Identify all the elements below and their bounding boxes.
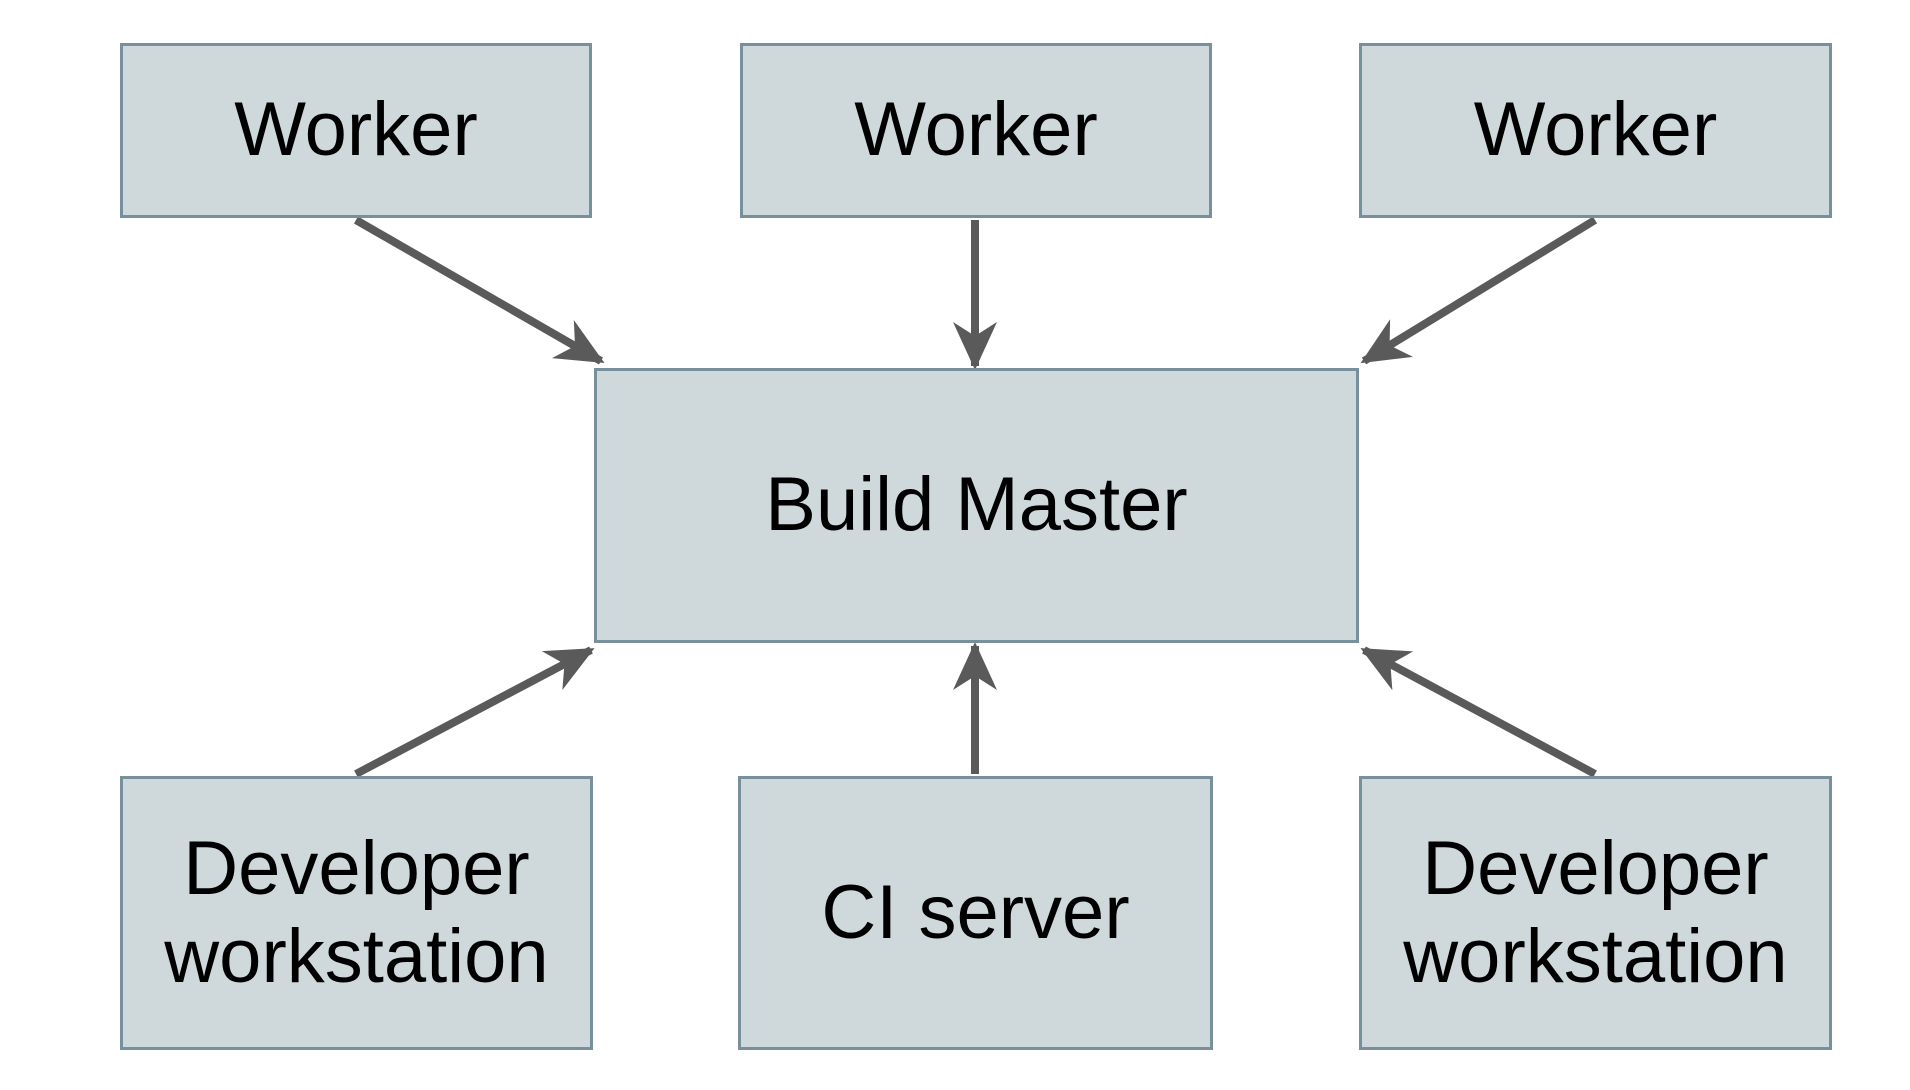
node-ci-server-label: CI server <box>821 869 1130 955</box>
node-worker-2-label: Worker <box>854 87 1098 173</box>
node-worker-2: Worker <box>740 43 1212 218</box>
node-build-master-label: Build Master <box>765 462 1188 548</box>
node-worker-1: Worker <box>120 43 592 218</box>
arrow-developer-workstation-1-to-build-master <box>354 646 595 778</box>
node-ci-server: CI server <box>738 776 1213 1050</box>
arrow-worker-1-to-build-master <box>354 216 605 365</box>
node-build-master: Build Master <box>594 368 1359 643</box>
arrow-worker-3-to-build-master <box>1360 216 1598 365</box>
node-developer-workstation-2: Developer workstation <box>1359 776 1832 1050</box>
node-developer-workstation-1-label: Developer workstation <box>164 825 549 999</box>
node-worker-3: Worker <box>1359 43 1832 218</box>
node-worker-3-label: Worker <box>1473 87 1718 173</box>
node-developer-workstation-2-label: Developer workstation <box>1403 825 1788 999</box>
node-worker-1-label: Worker <box>234 87 478 173</box>
arrow-developer-workstation-2-to-build-master <box>1360 646 1597 778</box>
node-developer-workstation-1: Developer workstation <box>120 776 593 1050</box>
